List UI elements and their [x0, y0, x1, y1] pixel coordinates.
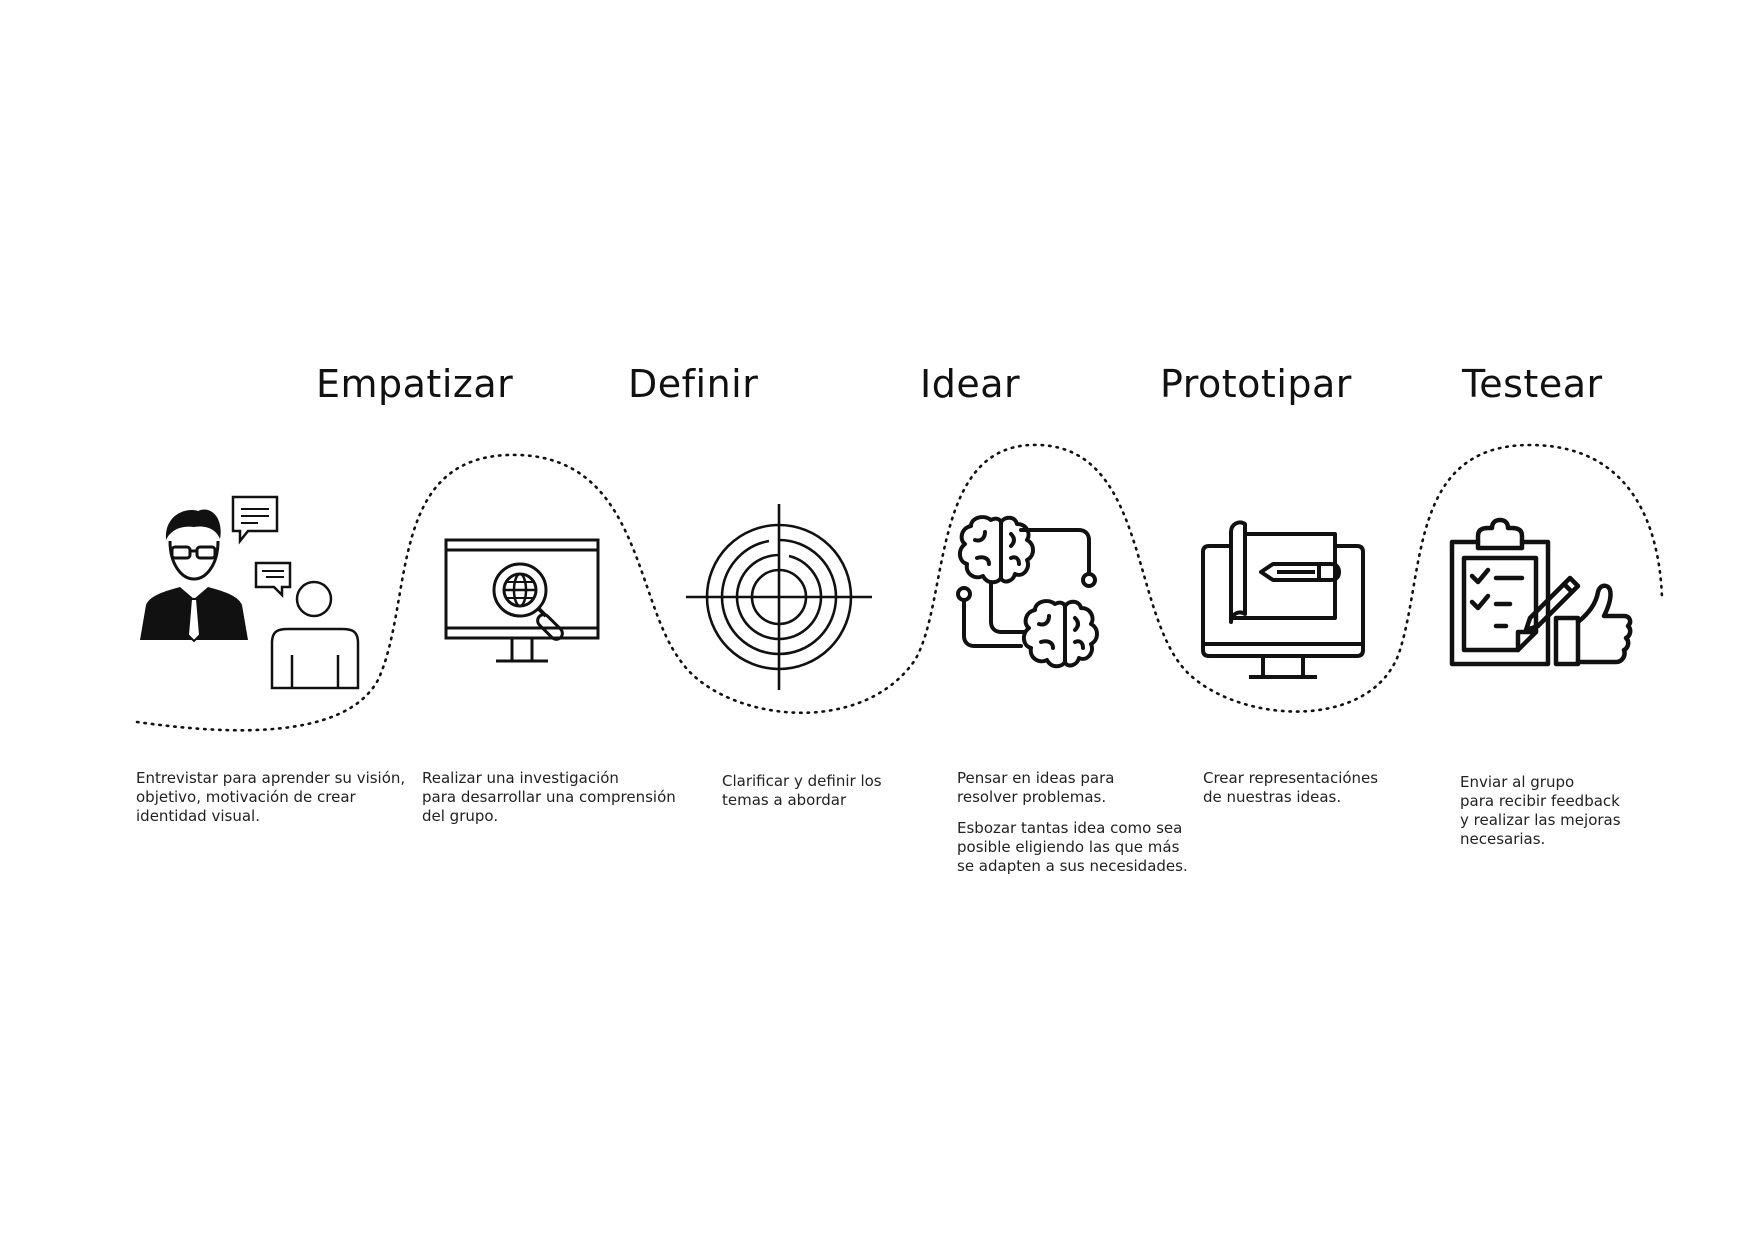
stage-description-prototipar: Pensar en ideas para resolver problemas.… [957, 769, 1188, 876]
description-line: del grupo. [422, 807, 499, 825]
monitor-blueprint-pencil-icon [1201, 520, 1365, 679]
stage-title-idear: Idear [920, 362, 1021, 406]
description-line: para desarrollar una comprensión [422, 788, 676, 806]
description-line: Esbozar tantas idea como sea [957, 819, 1183, 837]
interview-people-icon [140, 495, 360, 690]
stage-description-feedback: Enviar al grupo para recibir feedback y … [1460, 773, 1621, 849]
stage-description-empatizar: Entrevistar para aprender su visión, obj… [136, 769, 405, 826]
description-line: Realizar una investigación [422, 769, 619, 787]
brain-connection-icon [956, 515, 1099, 669]
description-line: temas a abordar [722, 791, 847, 809]
description-line: Enviar al grupo [1460, 773, 1575, 791]
target-crosshair-icon [686, 504, 872, 690]
description-line: para recibir feedback [1460, 792, 1620, 810]
description-line: Entrevistar para aprender su visión, [136, 769, 406, 787]
description-line: resolver problemas. [957, 788, 1107, 806]
description-line: Pensar en ideas para [957, 769, 1115, 787]
stage-description-definir: Realizar una investigación para desarrol… [422, 769, 676, 826]
description-line: Clarificar y definir los [722, 772, 882, 790]
stage-description-idear: Clarificar y definir los temas a abordar [722, 772, 882, 810]
stage-title-testear: Testear [1462, 362, 1603, 406]
stage-description-testear: Crear representaciónes de nuestras ideas… [1203, 769, 1378, 807]
clipboard-thumbs-up-icon [1449, 517, 1633, 667]
monitor-search-globe-icon [444, 538, 600, 663]
description-extra-paragraph: Esbozar tantas idea como sea posible eli… [957, 819, 1188, 876]
description-line: y realizar las mejoras [1460, 811, 1621, 829]
description-line: necesarias. [1460, 830, 1546, 848]
description-line: posible eligiendo las que más [957, 838, 1180, 856]
description-line: Crear representaciónes [1203, 769, 1379, 787]
description-line: se adapten a sus necesidades. [957, 857, 1188, 875]
description-line: objetivo, motivación de crear [136, 788, 356, 806]
stage-title-empatizar: Empatizar [316, 362, 514, 406]
description-line: identidad visual. [136, 807, 260, 825]
stage-title-prototipar: Prototipar [1160, 362, 1352, 406]
stage-title-definir: Definir [628, 362, 759, 406]
description-line: de nuestras ideas. [1203, 788, 1342, 806]
